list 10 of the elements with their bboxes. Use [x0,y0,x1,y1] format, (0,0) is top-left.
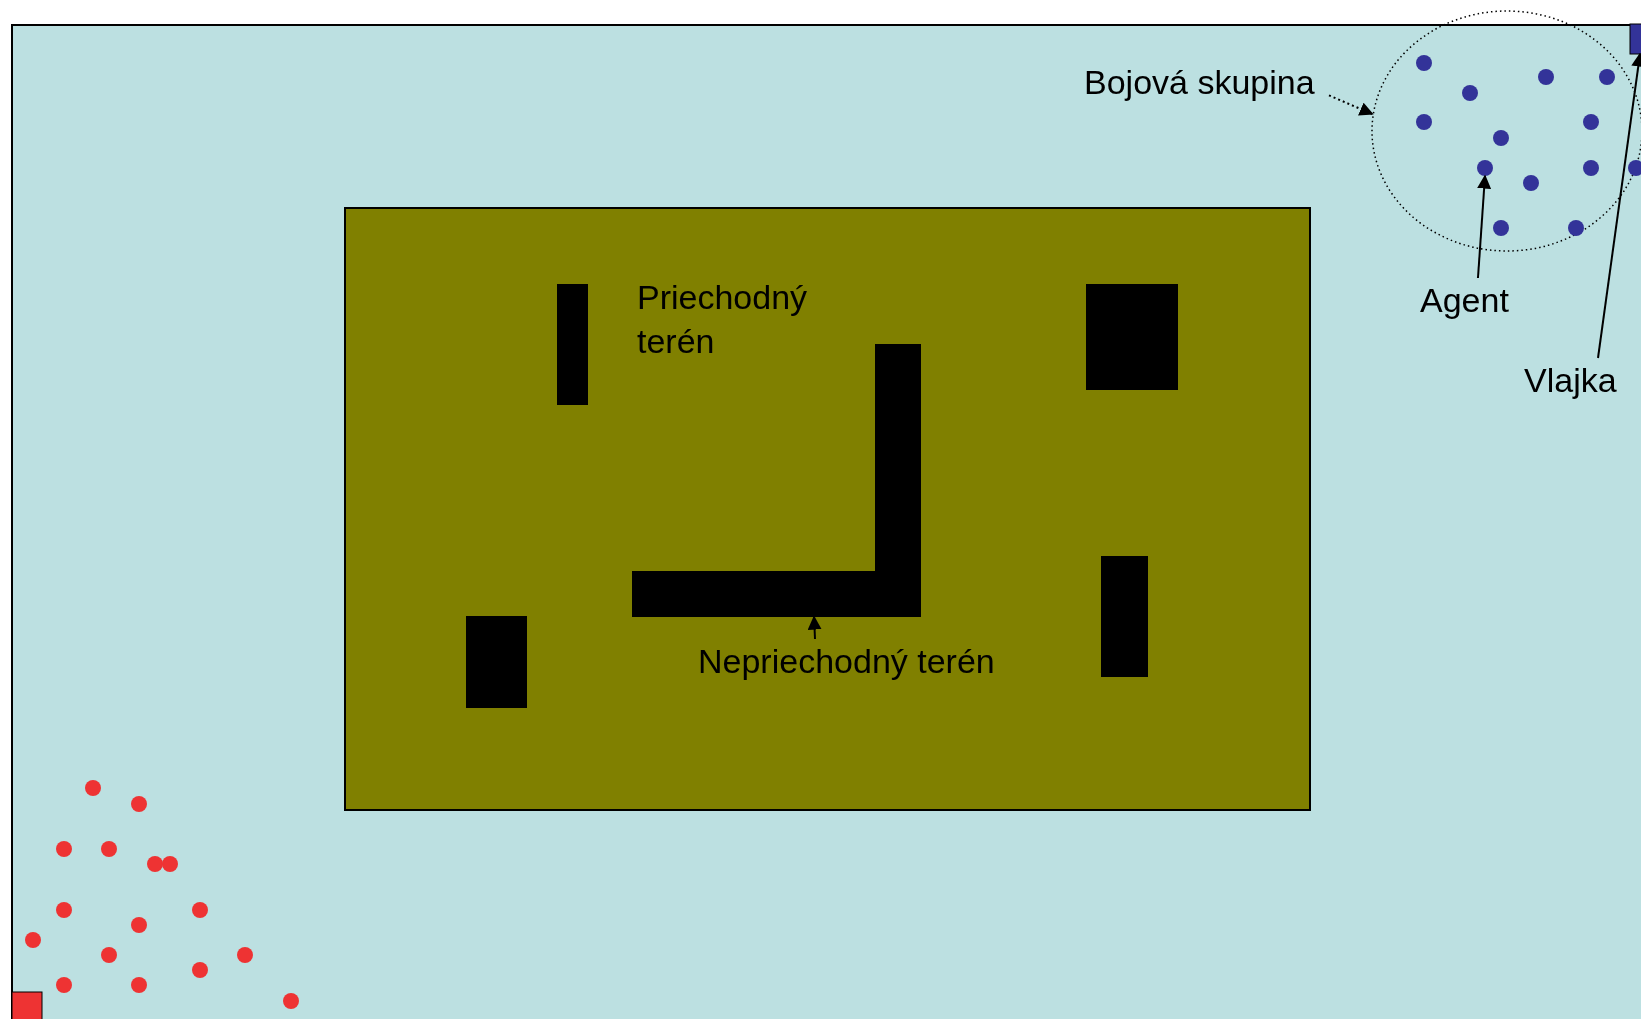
arrow [807,615,822,640]
passable-terrain-area [344,207,1311,811]
dotted-arrow [1328,94,1374,116]
arrow [1597,52,1641,359]
arrow [1476,174,1492,279]
terrain-label: Priechodný terén [637,277,809,363]
group-label: Bojová skupina [1084,62,1315,103]
agent-label: Agent [1420,280,1509,321]
flag-label: Vlajka [1524,360,1617,401]
terrain-label: Nepriechodný terén [698,641,995,682]
